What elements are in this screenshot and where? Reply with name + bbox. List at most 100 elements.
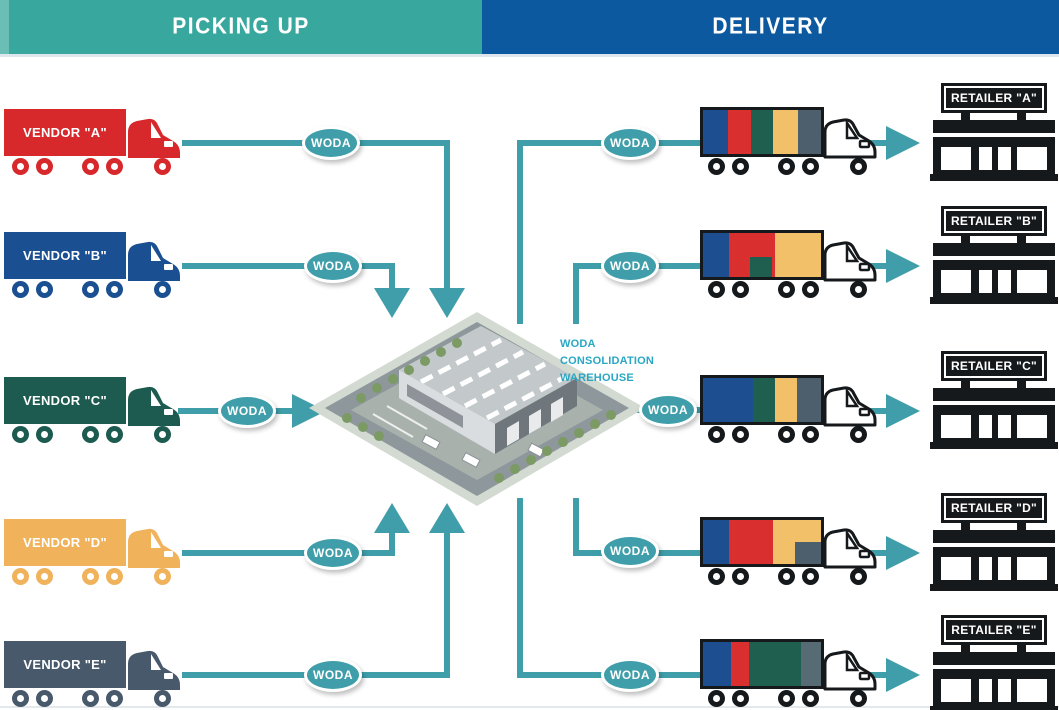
window	[998, 679, 1011, 702]
wheel-icon	[778, 158, 795, 175]
woda-badge: WODA	[601, 658, 659, 692]
wheel-icon	[708, 158, 725, 175]
wheel-icon	[154, 568, 171, 585]
arrowhead-right-icon	[886, 126, 920, 160]
storefront-awning	[933, 652, 1055, 674]
wheel-icon	[36, 281, 53, 298]
storefront-windows	[933, 265, 1055, 297]
cargo-segment	[731, 642, 749, 686]
sign-post	[961, 236, 970, 244]
flow-line	[870, 263, 888, 269]
storefront-awning	[933, 530, 1055, 552]
storefront-base	[930, 584, 1058, 591]
truck-cab-icon	[823, 650, 877, 691]
vendor-trailer: VENDOR "C"	[4, 377, 126, 424]
wheel-icon	[850, 690, 867, 707]
arrowhead-right-icon	[886, 394, 920, 428]
header-divider	[0, 54, 1059, 57]
wheel-icon	[732, 568, 749, 585]
truck-cab-icon	[128, 386, 180, 426]
window	[998, 415, 1011, 438]
wheel-icon	[36, 426, 53, 443]
wheel-icon	[36, 568, 53, 585]
retailer-label: RETAILER "C"	[950, 359, 1038, 373]
flow-line	[573, 498, 579, 556]
cargo-segment	[703, 233, 729, 277]
wheel-icon	[778, 568, 795, 585]
window	[979, 557, 992, 580]
wheel-icon	[732, 281, 749, 298]
flow-line	[517, 140, 523, 324]
arrowhead-right-icon	[886, 249, 920, 283]
woda-badge: WODA	[304, 249, 362, 283]
window	[1017, 415, 1047, 438]
flow-line	[573, 263, 579, 324]
cargo-trailer	[700, 639, 824, 689]
wheel-icon	[106, 690, 123, 707]
wheel-icon	[154, 690, 171, 707]
cargo-segment	[798, 110, 821, 154]
wheel-icon	[154, 426, 171, 443]
flow-line	[870, 140, 888, 146]
retailer-store-e: RETAILER "E"	[930, 615, 1058, 710]
wheel-icon	[106, 281, 123, 298]
truck-cab-icon	[823, 528, 877, 569]
wheel-icon	[12, 690, 29, 707]
arrowhead-up-icon	[429, 503, 465, 533]
page-edge	[0, 706, 1059, 708]
retailer-label: RETAILER "E"	[951, 623, 1037, 637]
wheel-icon	[708, 426, 725, 443]
window	[979, 147, 992, 170]
window	[941, 415, 971, 438]
delivery-header-label: DELIVERY	[712, 14, 829, 39]
cargo-segment	[703, 520, 729, 564]
truck-cab-icon	[128, 650, 180, 690]
storefront-awning	[933, 388, 1055, 410]
wheel-icon	[708, 690, 725, 707]
retailer-store-b: RETAILER "B"	[930, 206, 1058, 304]
warehouse-label: WODA CONSOLIDATION WAREHOUSE	[560, 338, 655, 385]
truck-cab-icon	[823, 118, 877, 159]
wheel-icon	[708, 281, 725, 298]
wheel-icon	[12, 281, 29, 298]
vendor-trailer: VENDOR "D"	[4, 519, 126, 566]
vendor-trailer: VENDOR "E"	[4, 641, 126, 688]
flow-line	[182, 263, 392, 269]
warehouse-illustration	[309, 312, 645, 506]
flow-line	[389, 531, 395, 556]
sign-post	[961, 381, 970, 389]
flow-line	[870, 550, 888, 556]
cargo-segment	[801, 642, 821, 686]
cargo-segment	[775, 378, 797, 422]
vendor-truck-c: VENDOR "C"	[4, 374, 186, 444]
delivery-truck-d	[700, 516, 882, 586]
wheel-icon	[732, 158, 749, 175]
sign-post	[961, 523, 970, 531]
retailer-sign: RETAILER "A"	[941, 83, 1047, 113]
woda-badge: WODA	[601, 249, 659, 283]
woda-badge: WODA	[304, 536, 362, 570]
pickup-header-label: PICKING UP	[172, 14, 310, 39]
sign-post	[1017, 645, 1026, 653]
window	[1017, 147, 1047, 170]
flow-line	[870, 672, 888, 678]
wheel-icon	[154, 281, 171, 298]
cargo-segment	[729, 520, 773, 564]
wheel-icon	[36, 158, 53, 175]
retailer-sign: RETAILER "D"	[941, 493, 1047, 523]
retailer-sign: RETAILER "E"	[941, 615, 1047, 645]
cargo-segment	[795, 542, 821, 564]
storefront-awning	[933, 243, 1055, 265]
retailer-label: RETAILER "B"	[950, 214, 1038, 228]
storefront-windows	[933, 674, 1055, 706]
arrowhead-up-icon	[374, 503, 410, 533]
wheel-icon	[732, 426, 749, 443]
arrowhead-right-icon	[886, 536, 920, 570]
storefront-windows	[933, 142, 1055, 174]
wheel-icon	[36, 690, 53, 707]
window	[941, 147, 971, 170]
window	[998, 147, 1011, 170]
delivery-truck-b	[700, 229, 882, 299]
window	[979, 415, 992, 438]
cargo-segment	[773, 110, 798, 154]
